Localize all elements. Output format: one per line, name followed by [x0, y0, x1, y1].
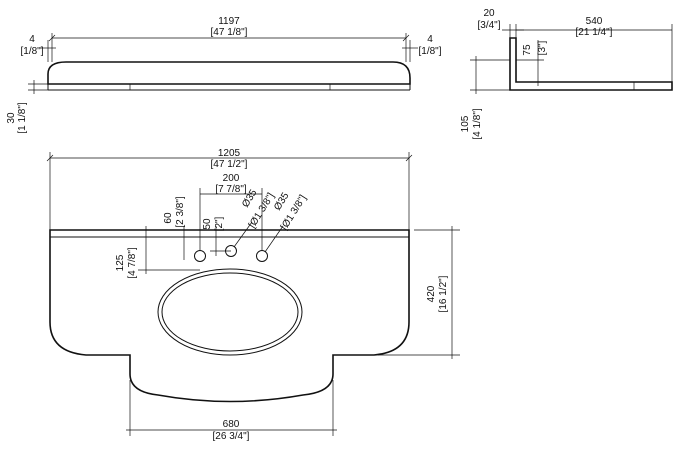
side-depth-mm: 540 — [586, 16, 603, 27]
plan-width-mm: 1205 — [218, 148, 241, 159]
side-view: 20 [3/4"] 540 [21 1/4"] 75 [3"] 105 [4 1… — [460, 8, 673, 140]
tap-offset-mm: 50 — [202, 218, 213, 230]
hole-depth-mm: 125 — [115, 254, 126, 271]
top-width-mm: 1197 — [218, 16, 240, 27]
top-width-ticks — [48, 34, 410, 42]
end-right-in: [1/8"] — [418, 46, 441, 57]
top-view: 1197 [47 1/8"] 4 [1/8"] 4 [1/8"] 30 [1 1… — [6, 16, 442, 134]
plan-depth-mm: 420 — [426, 285, 437, 302]
thickness-in: [1 1/8"] — [17, 102, 28, 134]
end-right-mm: 4 — [427, 34, 433, 45]
thickness-mm: 30 — [6, 112, 17, 124]
backsplash-mm: 75 — [522, 44, 533, 56]
vanity-top-outline — [49, 229, 410, 403]
faucet-hole-right — [256, 250, 268, 262]
hole-a-leader — [233, 221, 253, 248]
plan-width-in: [47 1/2"] — [211, 159, 248, 170]
side-depth-in: [21 1/4"] — [576, 27, 613, 38]
basin-inner — [161, 272, 299, 352]
hole-depth-in: [4 7/8"] — [127, 247, 138, 279]
lip-in: [3/4"] — [477, 20, 500, 31]
side-view-outline — [509, 37, 673, 91]
tap-offset-in: [2"] — [214, 216, 225, 231]
bowl-width-mm: 680 — [223, 419, 240, 430]
tap-spacing-in: [7 7/8"] — [215, 184, 247, 195]
height-mm: 105 — [460, 115, 471, 132]
faucet-hole-left — [194, 250, 206, 262]
end-left-in: [1/8"] — [20, 46, 43, 57]
plan-view: 1205 [47 1/2"] 200 [7 7/8"] 60 [2 3/8"] … — [46, 148, 460, 442]
backsplash-in: [3"] — [537, 40, 548, 55]
hole-b-leader — [264, 225, 284, 253]
basin-outer — [157, 268, 303, 356]
lip-mm: 20 — [483, 8, 495, 19]
bowl-width-in: [26 3/4"] — [213, 431, 250, 442]
hole-offset-mm: 60 — [163, 212, 174, 224]
end-left-mm: 4 — [29, 34, 35, 45]
top-view-outline — [47, 61, 411, 85]
height-in: [4 1/8"] — [472, 108, 483, 140]
hole-offset-in: [2 3/8"] — [175, 196, 186, 228]
tap-spacing-mm: 200 — [223, 173, 240, 184]
plan-width-ticks — [46, 154, 413, 162]
plan-depth-in: [16 1/2"] — [438, 275, 449, 312]
top-width-in: [47 1/8"] — [211, 27, 248, 38]
